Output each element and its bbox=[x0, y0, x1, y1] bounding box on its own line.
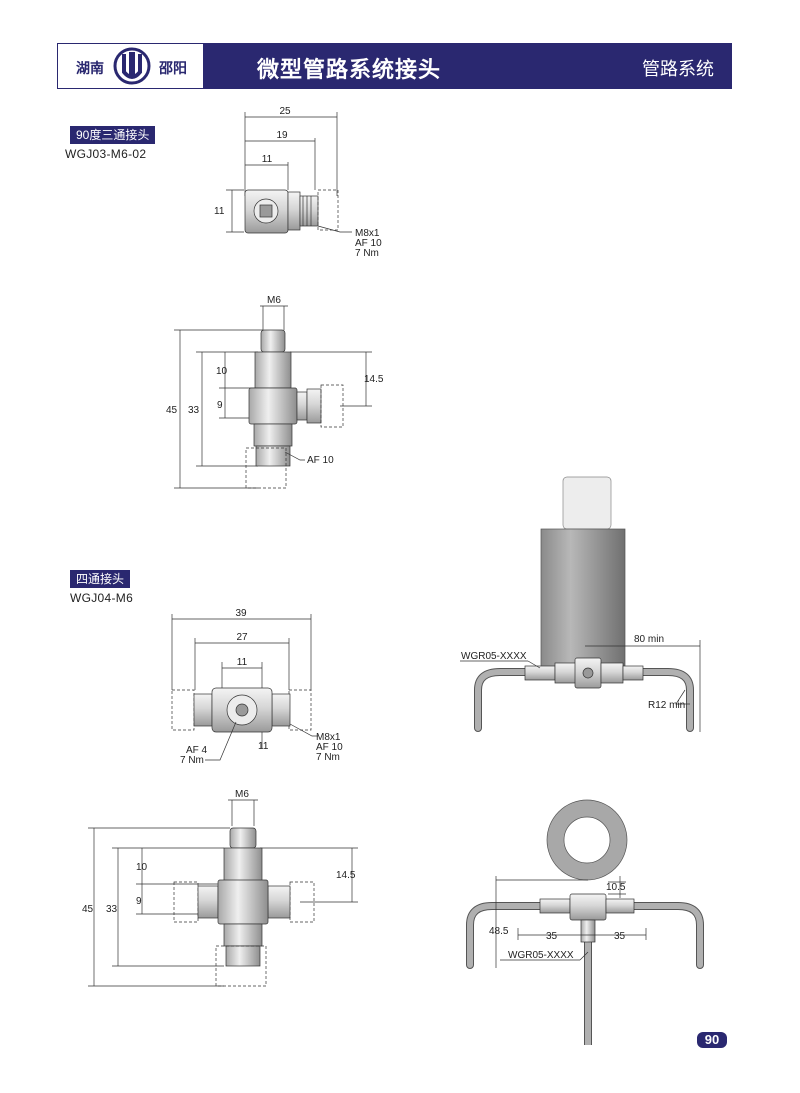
dim-tee-width-19: 19 bbox=[276, 130, 288, 141]
drawing-tee-side bbox=[174, 305, 372, 489]
dim-cross-thread: M8x1 bbox=[316, 732, 341, 743]
drawing-assembly-side bbox=[460, 476, 701, 732]
dim-cross-side-33: 33 bbox=[106, 904, 118, 915]
logo-text-left: 湖南 bbox=[76, 60, 104, 76]
dim-cross-torque-b: 7 Nm bbox=[316, 752, 340, 763]
dim-tee-width-25: 25 bbox=[279, 106, 291, 117]
dim-assembly-r12min: R12 min bbox=[648, 700, 685, 711]
section-code-cross: WGJ04-M6 bbox=[70, 591, 134, 605]
dim-cross-width-27: 27 bbox=[236, 632, 248, 643]
dim-cross-torque-a: 7 Nm bbox=[180, 755, 204, 766]
drawing-tee-top bbox=[226, 112, 352, 234]
dim-cross-af10: AF 10 bbox=[316, 742, 343, 753]
drawing-assembly-top bbox=[466, 799, 704, 1045]
dim-cross-af4: AF 4 bbox=[186, 745, 208, 756]
label-assembly-hose: WGR05-XXXX bbox=[461, 651, 527, 662]
logo-emblem-icon bbox=[113, 47, 151, 85]
dim-side-m6: M6 bbox=[267, 295, 281, 306]
dim-top-10-5: 10.5 bbox=[606, 882, 626, 893]
page-header: 湖南 邵阳 微型管路系统接头 管路系统 bbox=[57, 43, 732, 89]
dim-cross-width-11: 11 bbox=[237, 657, 248, 668]
dim-side-14-5: 14.5 bbox=[364, 374, 384, 385]
company-logo: 湖南 邵阳 bbox=[57, 43, 204, 89]
dim-side-10: 10 bbox=[216, 366, 228, 377]
dim-tee-af: AF 10 bbox=[355, 238, 382, 249]
dim-tee-torque: 7 Nm bbox=[355, 248, 379, 259]
logo-text-right: 邵阳 bbox=[159, 60, 187, 76]
dim-cross-side-m6: M6 bbox=[235, 789, 249, 800]
page-number: 90 bbox=[697, 1032, 727, 1048]
dim-cross-side-9: 9 bbox=[136, 896, 142, 907]
dim-cross-side-45: 45 bbox=[82, 904, 94, 915]
dim-assembly-80min: 80 min bbox=[634, 634, 664, 645]
label-top-hose: WGR05-XXXX bbox=[508, 950, 574, 961]
dim-side-af10: AF 10 bbox=[307, 455, 334, 466]
drawing-cross-side bbox=[88, 799, 358, 987]
category-title: 管路系统 bbox=[642, 59, 714, 79]
dim-top-48-5: 48.5 bbox=[489, 926, 509, 937]
section-code-tee: WGJ03-M6-02 bbox=[65, 147, 147, 161]
dim-tee-height-11: 11 bbox=[214, 206, 225, 217]
dim-tee-thread: M8x1 bbox=[355, 228, 380, 239]
dim-side-33: 33 bbox=[188, 405, 200, 416]
drawing-cross-top bbox=[171, 614, 318, 761]
dim-cross-width-39: 39 bbox=[235, 608, 247, 619]
section-tag-cross: 四通接头 bbox=[70, 570, 131, 588]
dim-cross-height-11: 11 bbox=[258, 741, 269, 752]
title-bar: 微型管路系统接头 管路系统 bbox=[204, 43, 732, 89]
page-title: 微型管路系统接头 bbox=[257, 57, 442, 82]
dim-top-35-left: 35 bbox=[546, 931, 558, 942]
section-tag-tee: 90度三通接头 bbox=[70, 126, 156, 144]
dim-cross-side-10: 10 bbox=[136, 862, 148, 873]
dim-tee-width-11: 11 bbox=[262, 154, 273, 165]
dim-side-9: 9 bbox=[217, 400, 223, 411]
dim-top-35-right: 35 bbox=[614, 931, 626, 942]
dim-side-45: 45 bbox=[166, 405, 178, 416]
dim-cross-side-14-5: 14.5 bbox=[336, 870, 356, 881]
